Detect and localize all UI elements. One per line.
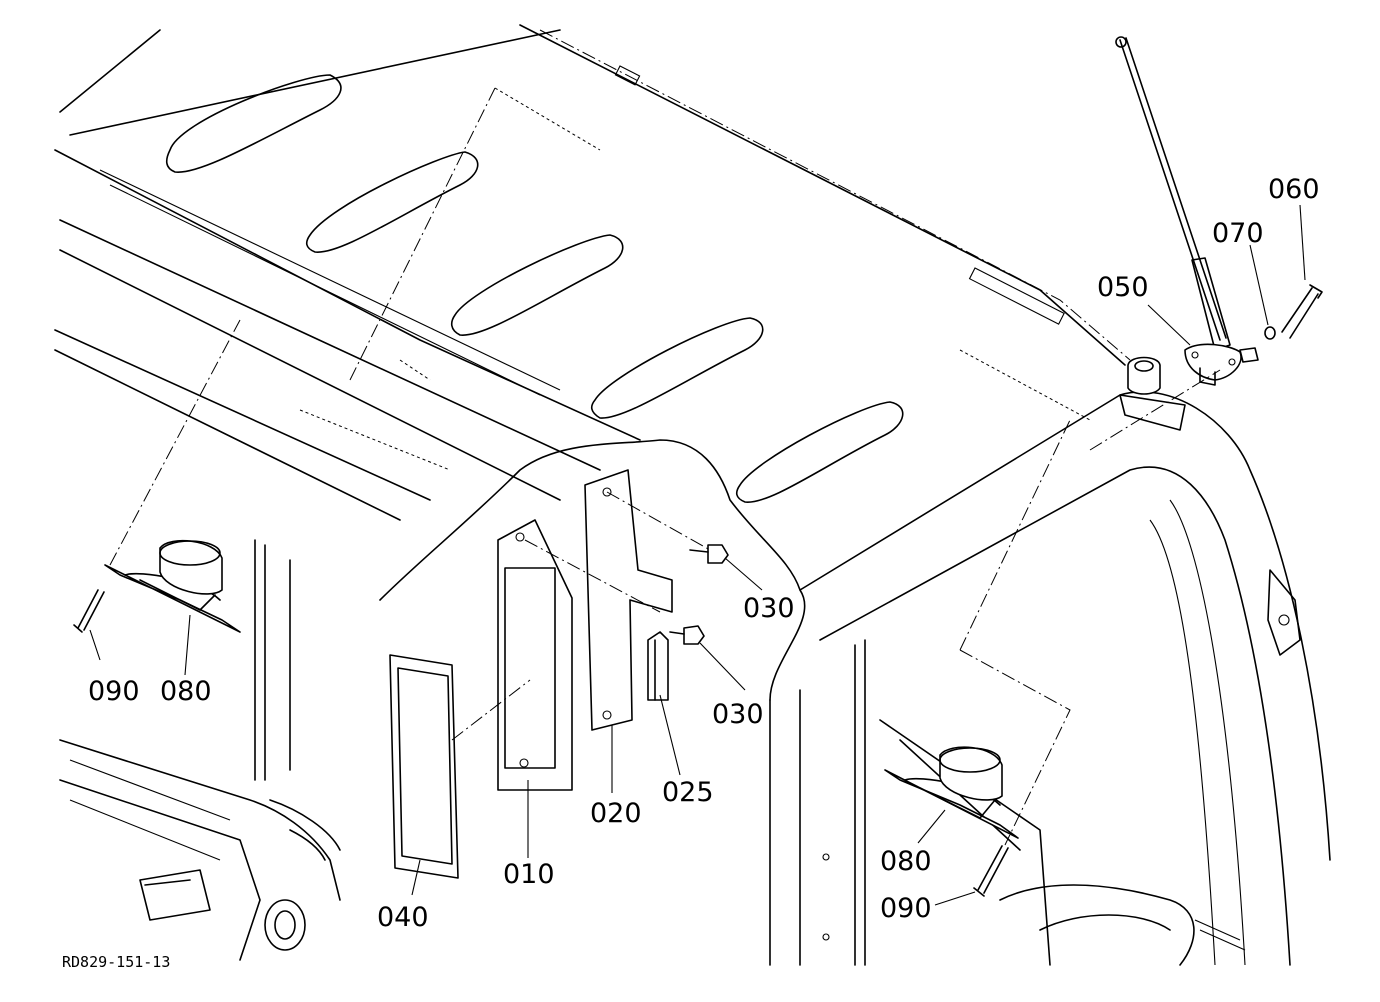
cab-frame [59, 391, 1331, 966]
callout-060: 060 [1268, 174, 1320, 205]
callout-030-upper: 030 [743, 593, 795, 624]
callout-050: 050 [1097, 272, 1149, 303]
part-080-speaker-right [884, 746, 1019, 839]
part-010-panel [497, 519, 573, 791]
part-080-speaker-left [104, 540, 241, 633]
callout-080-right: 080 [880, 846, 932, 877]
callout-030-lower: 030 [712, 699, 764, 730]
part-025-clip [647, 631, 669, 701]
callout-070: 070 [1212, 218, 1264, 249]
cab-roof [54, 24, 1131, 701]
part-040-cover [389, 654, 459, 879]
callout-040: 040 [377, 902, 429, 933]
callout-025: 025 [662, 777, 714, 808]
callout-090-right: 090 [880, 893, 932, 924]
callout-090-left: 090 [88, 676, 140, 707]
part-020-bracket [584, 469, 673, 731]
antenna-assembly [1115, 36, 1323, 431]
callout-labels: 010 020 025 030 030 040 050 060 070 080 … [62, 174, 1320, 971]
part-030-bolts [669, 544, 729, 645]
roof-vents [165, 74, 904, 503]
callout-010: 010 [503, 859, 555, 890]
callout-020: 020 [590, 798, 642, 829]
leader-lines [89, 87, 1306, 906]
part-090-screws [73, 589, 1009, 897]
drawing-reference: RD829-151-13 [62, 953, 170, 971]
callout-080-left: 080 [160, 676, 212, 707]
